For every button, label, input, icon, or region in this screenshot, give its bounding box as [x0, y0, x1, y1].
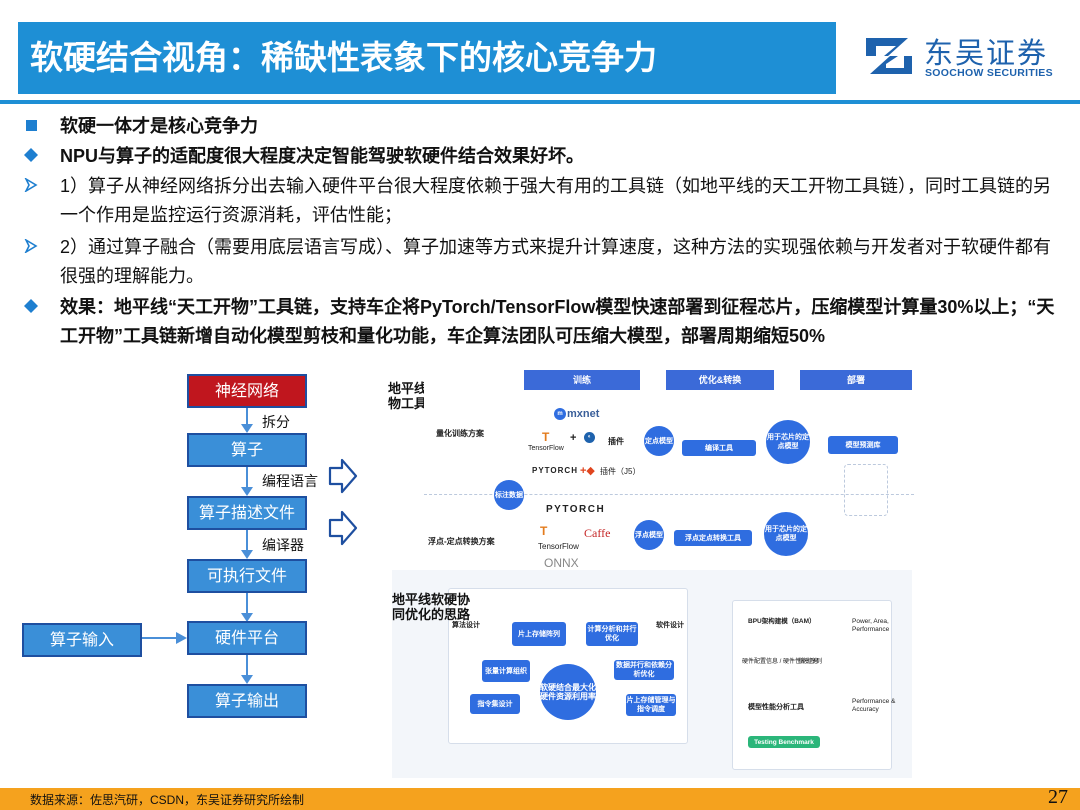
arrow-bullet-icon [24, 178, 38, 192]
bullet-text: 软硬一体才是核心竞争力 [60, 116, 258, 136]
page-number: 27 [1048, 786, 1068, 808]
flow-label-compiler: 编译器 [262, 538, 304, 554]
caffe-text: Caffe [584, 526, 611, 540]
model-predict-lib-node: 模型预测库 [828, 436, 898, 454]
flow-connector [246, 655, 248, 681]
flow-connector [246, 467, 248, 493]
bullet-fusion: 2）通过算子融合（需要用底层语言写成）、算子加速等方式来提升计算速度，这种方法的… [22, 233, 1062, 291]
logo-english: SOOCHOW SECURITIES [925, 67, 1053, 79]
flow-operator-output: 算子输出 [187, 684, 307, 718]
ppa-label: Power, Area, Performance [852, 618, 890, 633]
chip-illustration [844, 464, 888, 516]
flow-hardware: 硬件平台 [187, 621, 307, 655]
page-title: 软硬结合视角：稀缺性表象下的核心竞争力 [30, 38, 657, 77]
input-arrow-icon [142, 632, 187, 644]
pytorch-plugin-icon: +◆ [580, 465, 595, 477]
mxnet-logo-icon: m [554, 408, 566, 420]
flow-connector [246, 593, 248, 619]
hw-info-label: 硬件配置信息 / 硬件性能信息 [742, 659, 820, 665]
codesign-diagram: 算法设计 软件设计 片上存储阵列 计算分析和并行优化 张量计算组织 数据并行和依… [392, 570, 912, 778]
col-header-train: 训练 [524, 370, 640, 390]
flow-operator: 算子 [187, 433, 307, 467]
perf-tool-label: 模型性能分析工具 [748, 704, 804, 711]
flow-label-language: 编程语言 [262, 474, 318, 490]
right-arrow-icon [328, 458, 358, 494]
soochow-logo: 东吴证券 SOOCHOW SECURITIES [862, 30, 1062, 86]
pa-label: Performance & Accuracy [852, 698, 896, 713]
diamond-bullet-icon [24, 299, 38, 313]
square-bullet-icon [26, 120, 37, 131]
bullet-text: 2）通过算子融合（需要用底层语言写成）、算子加速等方式来提升计算速度，这种方法的… [60, 237, 1052, 286]
chip-fixed-model-node: 用于芯片的定点模型 [766, 420, 810, 464]
chip-fixed-model-node-2: 用于芯片的定点模型 [764, 512, 808, 556]
fixed-model-node: 定点模型 [644, 426, 674, 456]
compute-parallel-node: 计算分析和并行优化 [586, 622, 638, 646]
logo-chinese: 东吴证券 [924, 36, 1049, 70]
testing-benchmark-node: Testing Benchmark [748, 736, 820, 748]
flow-operator-desc: 算子描述文件 [187, 496, 307, 530]
arrow-bullet-icon [24, 239, 38, 253]
flow-executable: 可执行文件 [187, 559, 307, 593]
col-header-optimize: 优化&转换 [666, 370, 774, 390]
flow-arrowhead [241, 550, 253, 559]
pytorch-text: PYTORCH [532, 466, 578, 475]
flow-arrowhead [241, 424, 253, 433]
toolchain-diagram: 训练 优化&转换 部署 量化训练方案 m mxnet T TensorFlow … [424, 368, 914, 568]
tensorflow-text: TensorFlow [538, 542, 579, 551]
bpu-modeling-label: BPU架构建模（BAM） [748, 618, 816, 625]
data-source: 数据来源：佐思汽研，CSDN，东吴证券研究所绘制 [30, 793, 305, 807]
tensorflow-icon: T [542, 430, 550, 444]
mxnet-logo-text: mxnet [567, 408, 600, 420]
inst-design-node: 指令集设计 [470, 694, 520, 714]
flow-operator-input: 算子输入 [22, 623, 142, 657]
compile-tool-node: 编译工具 [682, 440, 756, 456]
bullet-core: 软硬一体才是核心竞争力 [22, 112, 1062, 140]
flow-connector [246, 530, 248, 556]
flow-arrowhead [241, 487, 253, 496]
bullet-toolchain: 1）算子从神经网络拆分出去输入硬件平台很大程度依赖于强大有用的工具链（如地平线的… [22, 172, 1062, 230]
flow-label-split: 拆分 [262, 415, 290, 431]
sw-design-label: 软件设计 [656, 622, 684, 629]
data-flow-node: 数据并行和依赖分析优化 [614, 660, 674, 680]
plus-icon: + [570, 432, 577, 444]
bullet-text: NPU与算子的适配度很大程度决定智能驾驶软硬件结合效果好坏。 [60, 146, 585, 166]
right-arrow-icon [328, 510, 358, 546]
tensorflow-icon: T [540, 524, 548, 538]
panel-codesign-label: 地平线软硬协同优化的思路 [392, 592, 471, 622]
col-header-deploy: 部署 [800, 370, 912, 390]
divider [424, 494, 914, 495]
plugin-j5-label: 插件（J5） [600, 467, 641, 476]
footer-bar: 数据来源：佐思汽研，CSDN，东吴证券研究所绘制 27 [0, 786, 1080, 810]
pytorch-text: PYTORCH [546, 504, 606, 515]
center-node: 软硬结合最大化硬件资源利用率 [540, 664, 596, 720]
float-fixed-label: 浮点-定点转换方案 [428, 537, 495, 546]
flow-connector [246, 408, 248, 430]
flow-neural-network: 神经网络 [187, 374, 307, 408]
inst-seq-label: 指令序列 [798, 659, 823, 665]
bullet-effect: 效果：地平线“天工开物”工具链，支持车企将PyTorch/TensorFlow模… [22, 293, 1062, 381]
header-divider [0, 100, 1080, 104]
float-fixed-tool-node: 浮点定点转换工具 [674, 530, 752, 546]
tensorflow-text: TensorFlow [528, 445, 564, 452]
flow-arrowhead [241, 675, 253, 684]
onnx-text: ONNX [544, 556, 579, 568]
bullet-npu: NPU与算子的适配度很大程度决定智能驾驶软硬件结合效果好坏。 [22, 142, 1062, 170]
soochow-logo-icon [866, 38, 912, 74]
bullet-text: 效果：地平线“天工开物”工具链，支持车企将PyTorch/TensorFlow模… [60, 297, 1055, 346]
title-bar: 软硬结合视角：稀缺性表象下的核心竞争力 [18, 22, 836, 94]
plugin-icon: ◐ [584, 432, 595, 443]
float-model-node: 浮点模型 [634, 520, 664, 550]
bullet-text: 1）算子从神经网络拆分出去输入硬件平台很大程度依赖于强大有用的工具链（如地平线的… [60, 176, 1052, 225]
label-data-node: 标注数据 [494, 480, 524, 510]
flow-arrowhead [241, 613, 253, 622]
diamond-bullet-icon [24, 148, 38, 162]
tensor-org-node: 张量计算组织 [482, 660, 530, 682]
quant-train-label: 量化训练方案 [436, 429, 484, 438]
onchip-mgmt-node: 片上存储管理与指令调度 [626, 694, 676, 716]
onchip-array-node: 片上存储阵列 [512, 622, 566, 646]
alg-design-label: 算法设计 [452, 622, 480, 629]
plugin-label: 插件 [608, 437, 624, 446]
